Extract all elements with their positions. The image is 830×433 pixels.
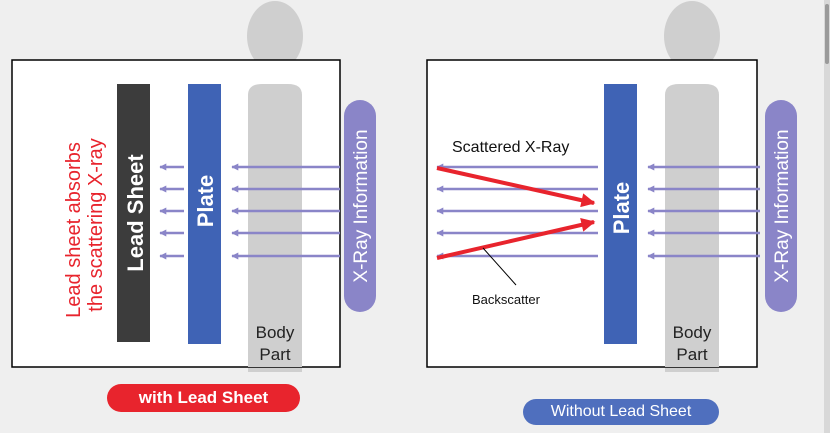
plate-label: Plate <box>193 175 218 228</box>
lead-sheet-bar <box>117 84 150 342</box>
body-silhouette-overlay <box>248 84 302 367</box>
backscatter-label: Backscatter <box>472 292 541 307</box>
xray-info-label: X-Ray Information <box>351 129 372 282</box>
body-part-label-line1: Body <box>673 323 712 342</box>
body-part-label-line2: Part <box>259 345 290 364</box>
without-lead-sheet-caption: Without Lead Sheet <box>523 399 719 425</box>
body-silhouette-overlay <box>665 84 719 367</box>
xray-arrows-to-plate <box>231 163 340 260</box>
xray-arrows-to-lead <box>159 163 184 260</box>
absorb-text-line2: the scattering X-ray <box>85 138 107 311</box>
scatter-arrow <box>436 166 596 208</box>
scattered-xray-label: Scattered X-Ray <box>452 139 569 156</box>
xray-arrows-to-plate <box>647 163 760 260</box>
lead-sheet-label: Lead Sheet <box>123 154 148 272</box>
xray-info-pill <box>344 100 376 312</box>
xray-info-label: X-Ray Information <box>772 129 793 282</box>
body-part-label-line1: Body <box>256 323 295 342</box>
vertical-scrollbar[interactable] <box>824 0 830 433</box>
scatter-arrows <box>436 166 596 260</box>
body-part-label-line2: Part <box>676 345 707 364</box>
scatter-arrow <box>436 217 596 260</box>
right-panel: Plate X-Ray Information Scattered X-Ray <box>426 1 797 372</box>
scrollbar-thumb[interactable] <box>825 4 829 64</box>
with-lead-sheet-caption: with Lead Sheet <box>107 384 300 412</box>
plate-label: Plate <box>609 182 634 235</box>
left-panel: Lead Sheet Plate Lead sheet absorbs the … <box>11 1 376 372</box>
xray-arrows-passing-plate <box>436 163 598 260</box>
plate-bar <box>188 84 221 344</box>
plate-bar <box>604 84 637 344</box>
xray-info-pill <box>765 100 797 312</box>
backscatter-leader-line <box>482 247 517 286</box>
absorb-text-line1: Lead sheet absorbs <box>63 142 85 318</box>
